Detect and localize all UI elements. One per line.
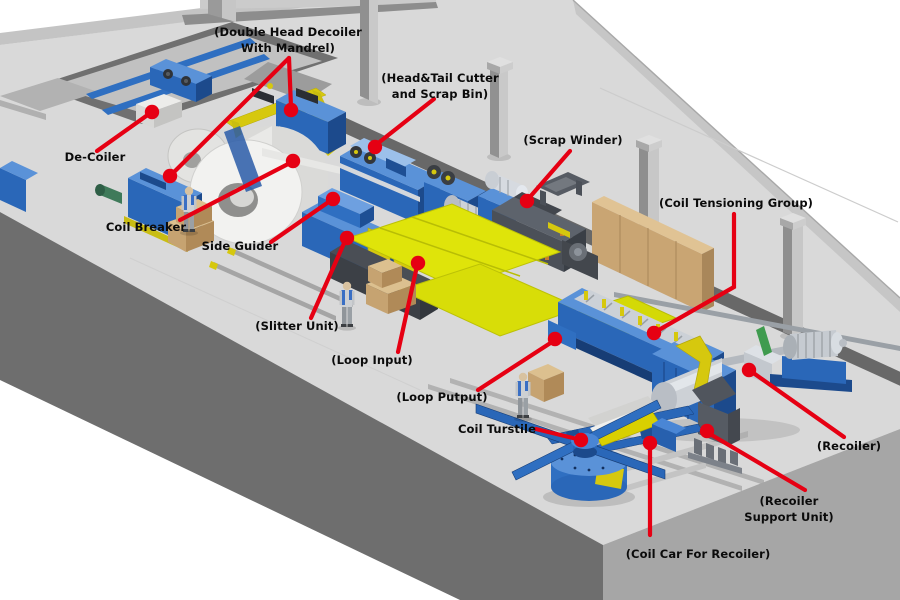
crate-3 xyxy=(528,364,564,402)
foundation-faces xyxy=(0,212,900,600)
leader-dots xyxy=(144,102,757,451)
tan-partition-wall xyxy=(592,196,714,312)
head-tail-cutter-machine xyxy=(340,138,440,224)
pillar-3 xyxy=(487,57,513,161)
pillar-5 xyxy=(780,213,806,340)
leader-lines xyxy=(94,55,847,538)
pillar-2 xyxy=(357,0,381,106)
pillar-1 xyxy=(208,0,236,22)
strip-path xyxy=(262,148,345,175)
steel-coil xyxy=(189,126,328,245)
upstream-equipment-edge xyxy=(0,161,38,212)
decoiler-coil-car xyxy=(86,38,270,115)
